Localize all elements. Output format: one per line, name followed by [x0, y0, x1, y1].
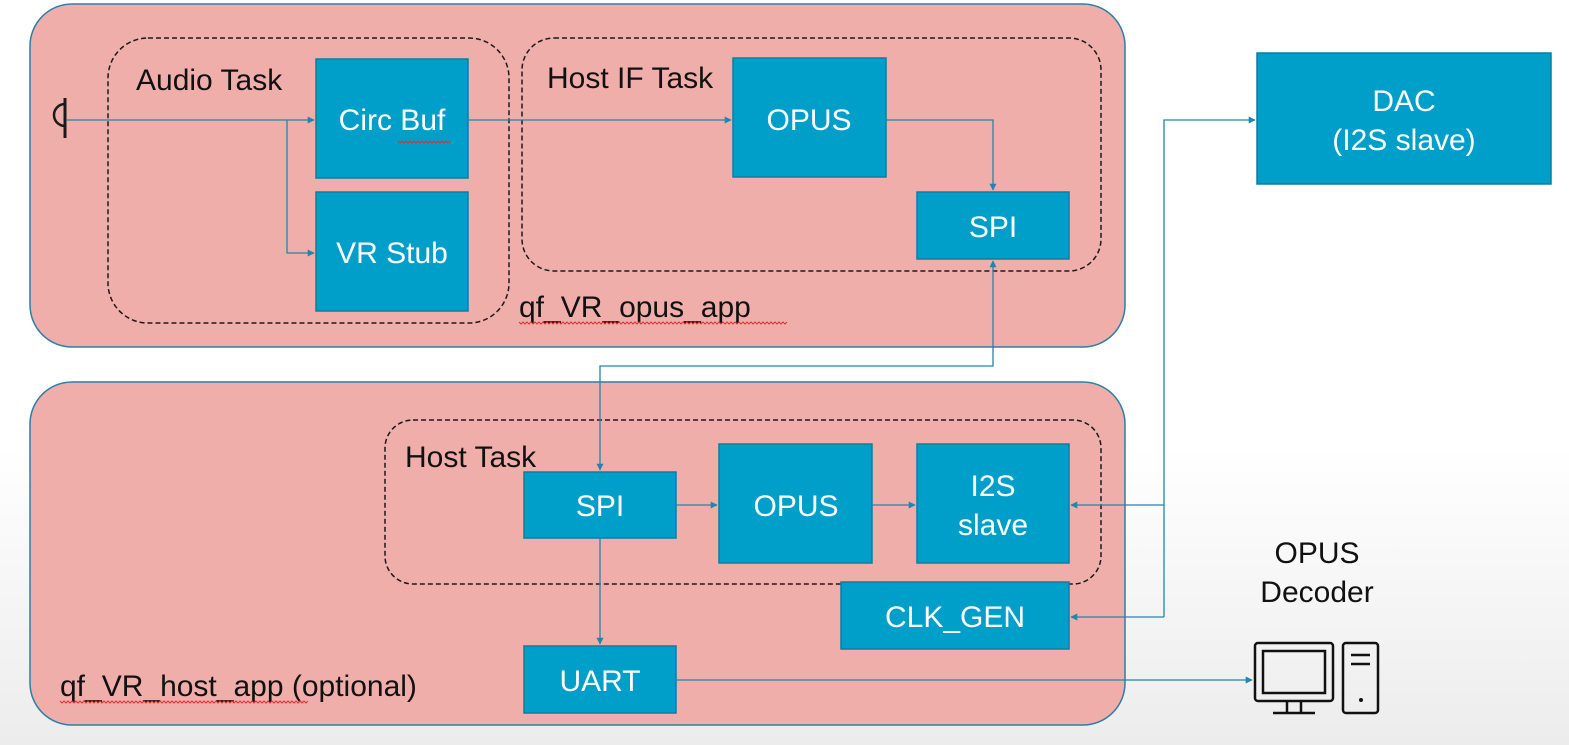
circ-buf-label: Circ Buf	[339, 104, 446, 137]
dac-label: DAC	[1372, 85, 1435, 118]
host-task-label: Host Task	[405, 441, 537, 474]
circ-buf-block	[315, 58, 469, 179]
vr-stub-block	[315, 191, 469, 312]
audio-task-group	[107, 37, 510, 324]
dac-bus-link	[1163, 116, 1256, 617]
dac-block	[1256, 52, 1552, 185]
spi-to-spi-link	[596, 260, 997, 471]
spellcheck-squiggle	[397, 140, 451, 144]
opus-decoder-subtitle: Decoder	[1260, 576, 1373, 609]
i2s-slave-label: I2S	[970, 470, 1015, 503]
opus-encoder-block	[732, 57, 887, 178]
opus-decoder-title: OPUS	[1274, 537, 1359, 570]
uart-label: UART	[559, 665, 640, 698]
clk-gen-block	[840, 581, 1070, 650]
uart-block	[523, 645, 677, 714]
opus-encoder-label: OPUS	[766, 104, 851, 137]
spellcheck-squiggle	[518, 321, 788, 325]
opus-decoder-label: OPUS	[753, 490, 838, 523]
i2s-slave-sublabel: slave	[958, 509, 1028, 542]
dac-sublabel: (I2S slave)	[1332, 124, 1475, 157]
host-app-label: qf_VR_host_app (optional)	[60, 670, 417, 703]
opus-to-spi-arrow	[886, 119, 997, 191]
spi-top-label: SPI	[969, 211, 1017, 244]
spellcheck-squiggle	[59, 700, 309, 704]
vr-stub-label: VR Stub	[336, 237, 448, 270]
spi-bottom-label: SPI	[576, 490, 624, 523]
desktop-computer-icon	[1253, 641, 1380, 715]
microphone-icon	[52, 98, 67, 138]
opus-app-label: qf_VR_opus_app	[519, 291, 751, 324]
i2s-slave-block	[916, 443, 1070, 564]
clk-gen-label: CLK_GEN	[885, 601, 1025, 634]
host-if-task-label: Host IF Task	[547, 62, 714, 95]
audio-task-label: Audio Task	[136, 64, 283, 97]
mic-to-vr-stub-arrow	[286, 120, 315, 257]
spi-top-block	[916, 191, 1070, 260]
